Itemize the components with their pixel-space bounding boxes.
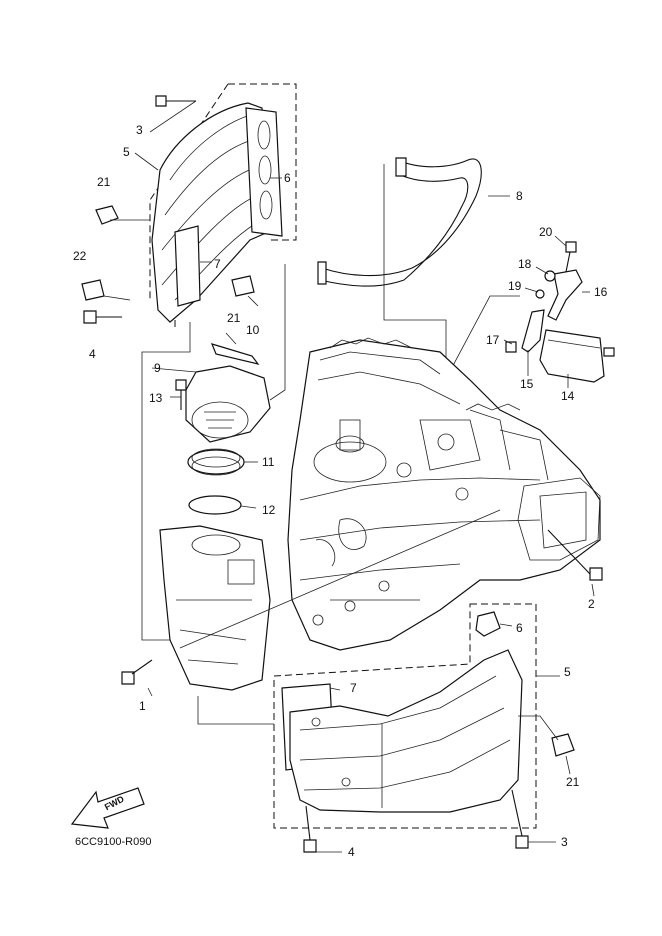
callout-12: 12 bbox=[262, 503, 276, 517]
callout-5-upper: 5 bbox=[123, 145, 130, 159]
callout-2: 2 bbox=[588, 597, 595, 611]
callout-10: 10 bbox=[246, 323, 260, 337]
callout-21-lower: 21 bbox=[566, 775, 580, 789]
callout-20: 20 bbox=[539, 225, 553, 239]
hose-clamp bbox=[188, 495, 242, 515]
canister-bracket bbox=[547, 269, 583, 321]
callout-14: 14 bbox=[561, 389, 575, 403]
callout-3-lower: 3 bbox=[561, 835, 568, 849]
manifold-gasket bbox=[245, 107, 283, 237]
callout-8: 8 bbox=[516, 189, 523, 203]
throttle-body bbox=[159, 525, 271, 691]
callout-22: 22 bbox=[73, 249, 87, 263]
lower-gasket-round bbox=[475, 611, 501, 637]
diagram-code: 6CC9100-R090 bbox=[75, 836, 152, 848]
callout-7-upper: 7 bbox=[214, 257, 221, 271]
throttle-body-group bbox=[121, 332, 271, 697]
silencer-cover bbox=[185, 365, 271, 443]
callout-13: 13 bbox=[149, 391, 163, 405]
small-gasket bbox=[174, 225, 201, 307]
forward-arrow-icon bbox=[70, 787, 145, 829]
callout-18: 18 bbox=[518, 257, 532, 271]
hose-canister-group bbox=[269, 157, 615, 401]
callout-21-upper-mid: 21 bbox=[227, 311, 241, 325]
callout-21-upper-left: 21 bbox=[97, 175, 111, 189]
callout-16: 16 bbox=[594, 285, 608, 299]
callout-19: 19 bbox=[508, 279, 522, 293]
callout-17: 17 bbox=[486, 333, 500, 347]
callout-3-upper: 3 bbox=[136, 123, 143, 137]
callout-4-lower: 4 bbox=[348, 845, 355, 859]
callout-6-upper: 6 bbox=[284, 171, 291, 185]
callout-9: 9 bbox=[154, 361, 161, 375]
vapor-canister bbox=[539, 329, 605, 383]
lower-intake-manifold-group bbox=[197, 603, 575, 853]
callout-7-lower: 7 bbox=[350, 681, 357, 695]
throttle-seal-ring bbox=[187, 449, 245, 475]
callout-15: 15 bbox=[520, 377, 534, 391]
lower-intake-manifold bbox=[289, 649, 523, 813]
callout-5-lower: 5 bbox=[564, 665, 571, 679]
callout-6-lower: 6 bbox=[516, 621, 523, 635]
engine-block bbox=[179, 337, 603, 651]
callout-11: 11 bbox=[262, 455, 275, 469]
callout-1: 1 bbox=[139, 699, 146, 713]
plate-bracket bbox=[210, 343, 260, 365]
callout-4-upper: 4 bbox=[89, 347, 96, 361]
upper-intake-manifold-group bbox=[81, 83, 297, 641]
